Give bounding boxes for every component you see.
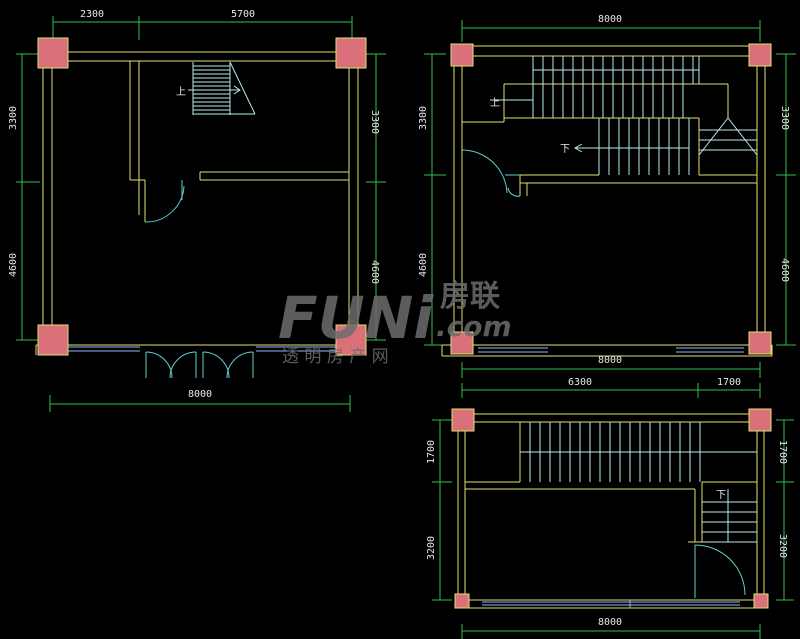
plan-3-dim-right-lower: 3200 <box>777 534 788 558</box>
plan-3-dim-right-upper: 1700 <box>777 440 788 464</box>
plan-1-stair <box>188 61 256 115</box>
plan-3-dimension-lines <box>432 419 794 639</box>
watermark-logo: FUNi <box>278 284 434 352</box>
plan-1-windows <box>68 346 336 352</box>
plan-2-walls <box>441 45 773 357</box>
plan-3-walls <box>456 413 766 609</box>
plan-3-windows <box>482 600 740 608</box>
plan-2-dim-top: 8000 <box>598 14 622 25</box>
plan-1-dim-bottom: 8000 <box>188 389 212 400</box>
plan-2-stair-down-label: 下 <box>560 144 570 155</box>
plan-2: 8000 3300 4600 3300 4600 8000 6300 1700 <box>418 14 796 398</box>
plan-2-columns <box>450 43 772 355</box>
plan-1-dim-right-lower: 4600 <box>369 260 380 284</box>
plan-2-dim-right-lower: 4600 <box>779 258 790 282</box>
plan-1-dim-left-lower: 4600 <box>8 253 19 277</box>
plan-3-doors <box>694 544 746 598</box>
plan-1-walls <box>35 40 366 355</box>
plan-2-dim-bottom-left: 6300 <box>568 377 592 388</box>
plan-3: 1700 3200 1700 3200 8000 <box>426 408 794 639</box>
plan-3-dim-left-lower: 3200 <box>426 536 437 560</box>
plan-2-dim-bottom-total: 8000 <box>598 355 622 366</box>
plan-2-dim-left-lower: 4600 <box>418 253 429 277</box>
watermark-domain: .com <box>436 310 512 343</box>
plan-1-columns <box>37 37 367 356</box>
plan-2-stair-upper <box>490 56 700 118</box>
plan-1-dim-right-upper: 3300 <box>369 110 380 134</box>
plan-2-stair-up-label: 上 <box>490 97 500 109</box>
watermark: FUNi 房联 .com 透 明 房 产 网 <box>278 279 512 367</box>
plan-1-dimension-lines <box>16 16 386 412</box>
plan-2-dim-right-upper: 3300 <box>779 106 790 130</box>
plan-1-stair-up-label: 上 <box>176 86 186 98</box>
plan-1: 2300 5700 3300 4600 3300 4600 8000 <box>8 9 386 412</box>
watermark-tagline: 透 明 房 产 网 <box>282 347 389 367</box>
plan-3-dim-left-upper: 1700 <box>426 440 437 464</box>
plan-3-columns <box>451 408 772 609</box>
plan-2-stair-lower <box>573 117 758 175</box>
plan-3-dim-bottom: 8000 <box>598 617 622 628</box>
plan-2-windows <box>478 347 744 353</box>
plan-1-dim-left-upper: 3300 <box>8 106 19 130</box>
plan-2-doors <box>461 149 521 197</box>
plan-2-dim-left-upper: 3300 <box>418 106 429 130</box>
plan-1-dim-top-left: 2300 <box>80 9 104 20</box>
plan-3-stair-upper <box>520 422 757 482</box>
plan-1-doors <box>144 180 254 379</box>
plan-2-dimension-lines <box>424 20 796 398</box>
plan-3-stair-lower <box>702 489 757 543</box>
plan-1-dim-top-right: 5700 <box>231 9 255 20</box>
watermark-brand: 房联 <box>440 279 500 314</box>
plan-3-stair-down-label: 下 <box>716 490 726 501</box>
plan-2-dim-bottom-right: 1700 <box>717 377 741 388</box>
